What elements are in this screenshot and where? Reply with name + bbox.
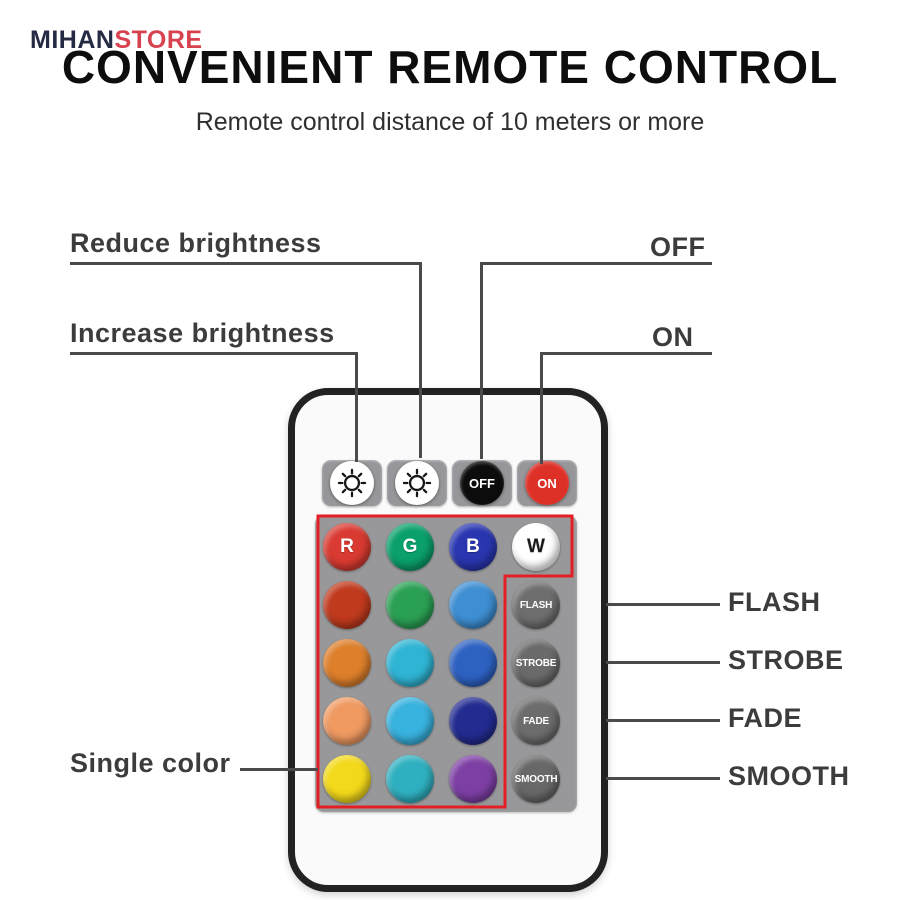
label-on: ON (652, 322, 694, 352)
fade-button[interactable]: FADE (512, 697, 560, 745)
color-button-R[interactable]: R (323, 523, 371, 571)
smooth-button[interactable]: SMOOTH (512, 755, 560, 803)
off-button-pad: OFF (452, 460, 512, 506)
color-button-sky[interactable] (386, 697, 434, 745)
increase-brightness-button-pad (322, 460, 382, 506)
color-button-peach[interactable] (323, 697, 371, 745)
label-smooth: SMOOTH (728, 761, 850, 791)
label-reduce-brightness: Reduce brightness (70, 228, 322, 258)
on-callout-line-h (540, 352, 712, 355)
color-button-B[interactable]: B (449, 523, 497, 571)
increase-brightness-button[interactable] (330, 461, 374, 505)
color-button-yellow[interactable] (323, 755, 371, 803)
color-button-lightblue[interactable] (449, 581, 497, 629)
color-button-G[interactable]: G (386, 523, 434, 571)
on-button-pad: ON (517, 460, 577, 506)
label-fade: FADE (728, 703, 803, 733)
strobe-callout-line (606, 661, 720, 664)
label-increase-brightness: Increase brightness (70, 318, 335, 348)
brightness-icon (337, 468, 367, 498)
page-title: CONVENIENT REMOTE CONTROL (61, 41, 839, 93)
label-single-color: Single color (70, 748, 231, 778)
on-callout-line-v (540, 352, 543, 464)
off-button[interactable]: OFF (460, 461, 504, 505)
flash-callout-line (606, 603, 720, 606)
off-callout-line-v (480, 262, 483, 459)
store-logo: MIHANSTORE (30, 26, 203, 55)
color-button-green[interactable] (386, 581, 434, 629)
reduce-brightness-button-pad (387, 460, 447, 506)
reduce-brightness-button[interactable] (395, 461, 439, 505)
logo-mihan: MIHAN (30, 26, 115, 54)
label-flash: FLASH (728, 587, 821, 617)
strobe-button[interactable]: STROBE (512, 639, 560, 687)
increase-callout-line-v (355, 352, 358, 462)
label-off: OFF (650, 232, 706, 262)
color-button-W[interactable]: W (512, 523, 560, 571)
reduce-callout-line-v (419, 262, 422, 458)
brightness-icon (402, 468, 432, 498)
flash-button[interactable]: FLASH (512, 581, 560, 629)
fade-callout-line (606, 719, 720, 722)
label-strobe: STROBE (728, 645, 844, 675)
color-button-cyan[interactable] (386, 639, 434, 687)
increase-callout-line-h (70, 352, 358, 355)
color-button-navy[interactable] (449, 697, 497, 745)
reduce-callout-line-h (70, 262, 422, 265)
color-button-mediumblue[interactable] (449, 639, 497, 687)
color-button-darkred[interactable] (323, 581, 371, 629)
color-button-teal[interactable] (386, 755, 434, 803)
logo-store: STORE (114, 26, 203, 54)
color-button-purple[interactable] (449, 755, 497, 803)
on-button[interactable]: ON (525, 461, 569, 505)
off-callout-line-h (480, 262, 712, 265)
page-subtitle: Remote control distance of 10 meters or … (195, 108, 705, 136)
single-color-callout-line (240, 768, 318, 771)
smooth-callout-line (606, 777, 720, 780)
remote-top-row: OFF ON (322, 460, 577, 506)
color-button-orange[interactable] (323, 639, 371, 687)
